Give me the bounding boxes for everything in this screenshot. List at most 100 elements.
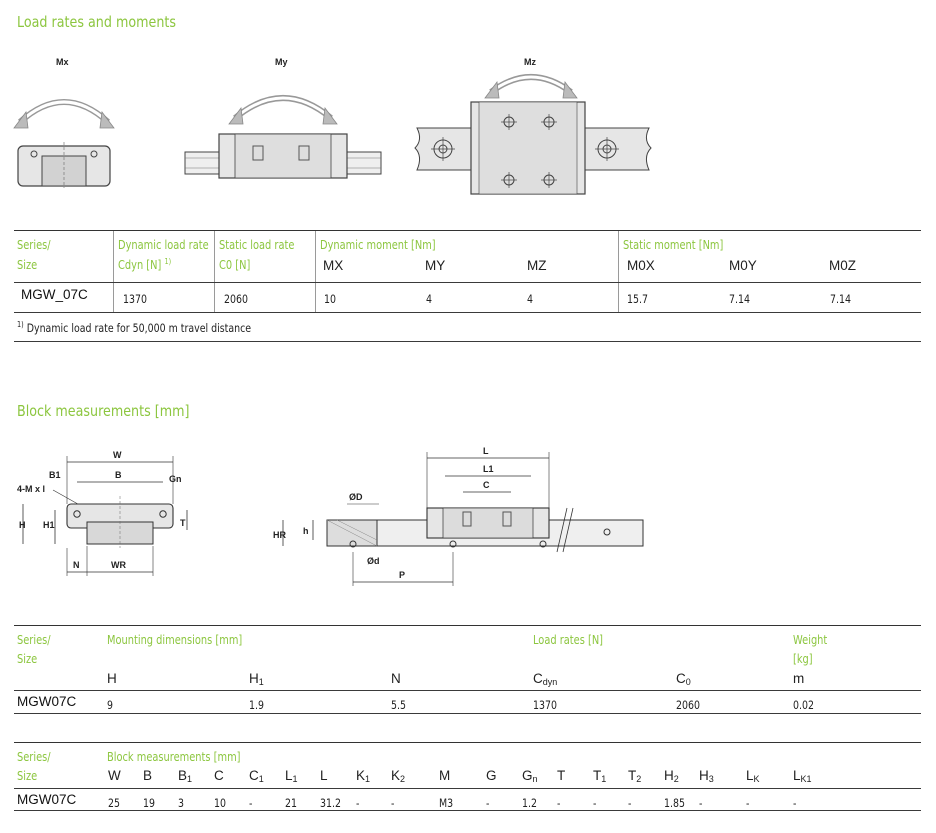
col-n: N [391, 671, 401, 686]
cell-c: 10 [214, 796, 227, 810]
header-dynamic-load-rate: Dynamic load rate [118, 238, 209, 252]
col-h3: H3 [699, 768, 714, 784]
cell-h1: 1.9 [249, 698, 265, 712]
col-h1: H1 [249, 671, 264, 687]
header-size: Size [17, 258, 38, 272]
label-od: ØD [349, 492, 363, 502]
diagram-mx: Mx [12, 52, 122, 192]
col-m: M [439, 768, 451, 783]
label-wr: WR [111, 560, 126, 570]
cell-m0z: 7.14 [830, 292, 851, 306]
header-mounting-dimensions: Mounting dimensions [mm] [107, 633, 243, 647]
col-t1: T1 [593, 768, 607, 784]
diagram-block-side: L L1 C ØD HR h Ød P [267, 442, 647, 590]
col-lk1: LK1 [793, 768, 812, 784]
col-mz: MZ [527, 258, 547, 273]
label-h-small: h [303, 526, 309, 536]
cell-g: - [486, 796, 490, 810]
cell-b1: 3 [178, 796, 185, 810]
footnote: 1) Dynamic load rate for 50,000 m travel… [17, 320, 252, 335]
col-my: MY [425, 258, 446, 273]
header-dynamic-moment: Dynamic moment [Nm] [320, 238, 436, 252]
col-m0y: M0Y [729, 258, 757, 273]
label-n: N [73, 560, 80, 570]
cell-m0y: 7.14 [729, 292, 750, 306]
label-p: P [399, 570, 405, 580]
cell-cdyn: 1370 [123, 292, 148, 306]
section-title-load-rates: Load rates and moments [17, 13, 176, 31]
col-m: m [793, 671, 805, 686]
cell-my: 4 [426, 292, 433, 306]
cell-t1: - [593, 796, 597, 810]
diagram-my: My [183, 52, 383, 187]
col-b: B [143, 768, 153, 783]
col-b1: B1 [178, 768, 193, 784]
cell-k1: - [356, 796, 360, 810]
header-weight: Weight [793, 633, 828, 647]
section-title-block-measurements: Block measurements [mm] [17, 402, 190, 420]
header-size: Size [17, 652, 38, 666]
cell-m: M3 [439, 796, 454, 810]
header-load-rates: Load rates [N] [533, 633, 604, 647]
header-series: Series/ [17, 750, 51, 764]
cell-l: 31.2 [320, 796, 341, 810]
header-c0: C0 [N] [219, 258, 251, 272]
cell-lk: - [746, 796, 750, 810]
label-mx: Mx [56, 57, 69, 67]
cell-c0: 2060 [676, 698, 701, 712]
col-k2: K2 [391, 768, 406, 784]
label-gn: Gn [169, 474, 182, 484]
col-t2: T2 [628, 768, 642, 784]
col-l: L [320, 768, 328, 783]
cell-mx: 10 [324, 292, 337, 306]
label-l1: L1 [483, 464, 494, 474]
cell-w: 25 [108, 796, 121, 810]
col-w: W [108, 768, 121, 783]
header-series: Series/ [17, 633, 51, 647]
cell-cdyn: 1370 [533, 698, 558, 712]
label-c: C [483, 480, 490, 490]
row-series: MGW_07C [21, 287, 88, 302]
cell-h2: 1.85 [664, 796, 685, 810]
col-k1: K1 [356, 768, 371, 784]
label-l: L [483, 446, 489, 456]
header-size: Size [17, 769, 38, 783]
label-my: My [275, 57, 288, 67]
label-b1: B1 [49, 470, 61, 480]
cell-b: 19 [143, 796, 156, 810]
col-c1: C1 [249, 768, 264, 784]
label-hr: HR [273, 530, 286, 540]
col-h: H [107, 671, 117, 686]
cell-h: 9 [107, 698, 114, 712]
col-c: C [214, 768, 224, 783]
cell-m: 0.02 [793, 698, 814, 712]
cell-c0: 2060 [224, 292, 249, 306]
header-cdyn: Cdyn [N] 1) [118, 257, 172, 272]
col-gn: Gn [522, 768, 538, 784]
cell-m0x: 15.7 [627, 292, 648, 306]
header-static-moment: Static moment [Nm] [623, 238, 724, 252]
row-series: MGW07C [17, 694, 77, 709]
cell-t2: - [628, 796, 632, 810]
cell-h3: - [699, 796, 703, 810]
cell-l1: 21 [285, 796, 298, 810]
diagram-mz: Mz [413, 52, 653, 197]
header-static-load-rate: Static load rate [219, 238, 295, 252]
cell-mz: 4 [527, 292, 534, 306]
header-series: Series/ [17, 238, 51, 252]
diagram-block-front: W B B1 Gn 4-M x l H H1 T N WR [15, 448, 200, 583]
col-l1: L1 [285, 768, 298, 784]
cell-c1: - [249, 796, 253, 810]
cell-gn: 1.2 [522, 796, 538, 810]
row-series: MGW07C [17, 792, 77, 807]
col-mx: MX [323, 258, 344, 273]
col-g: G [486, 768, 497, 783]
cell-lk1: - [793, 796, 797, 810]
label-mz: Mz [524, 57, 536, 67]
label-h: H [19, 520, 26, 530]
label-d-small: Ød [367, 556, 380, 566]
col-cdyn: Cdyn [533, 671, 558, 687]
col-t: T [557, 768, 566, 783]
header-weight-unit: [kg] [793, 652, 813, 666]
cell-t: - [557, 796, 561, 810]
